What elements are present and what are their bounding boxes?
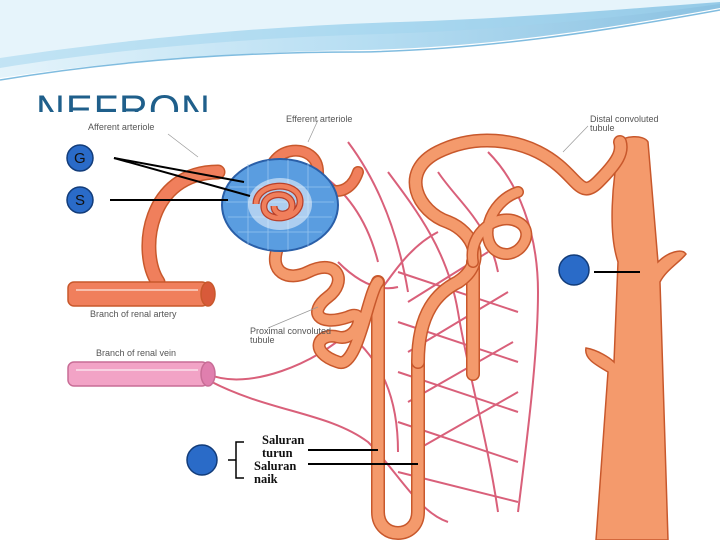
marker-g: G	[66, 144, 94, 172]
marker-g-text: G	[74, 150, 86, 167]
marker-loop-of-henle	[186, 444, 218, 476]
marker-collecting-duct	[558, 254, 590, 286]
loop-of-henle	[371, 275, 425, 540]
g-pointer-line-1	[113, 157, 251, 197]
loop-label-line4: naik	[254, 472, 278, 486]
afferent-arteriole-label: Afferent arteriole	[88, 122, 154, 132]
efferent-arteriole-label: Efferent arteriole	[286, 114, 352, 124]
header-wave-decoration	[0, 0, 720, 81]
loop-label-line2: turun	[262, 446, 293, 460]
collecting-duct	[585, 136, 687, 540]
proximal-convoluted-tubule	[268, 240, 385, 369]
marker-s-text: S	[75, 192, 85, 209]
marker-s: S	[66, 186, 94, 214]
glomerulus	[248, 178, 312, 230]
renal-vein-branch	[67, 361, 216, 387]
nephron-diagram: Afferent arteriole Efferent arteriole Di…	[66, 114, 687, 540]
proximal-tubule-label-line2: tubule	[250, 335, 275, 345]
loop-label-line1: Saluran	[262, 433, 304, 447]
g-pointer-line-2	[113, 157, 245, 183]
loop-label-bracket	[228, 441, 244, 479]
renal-vein-label: Branch of renal vein	[96, 348, 176, 358]
afferent-arteriole	[141, 164, 226, 290]
loop-label-line3: Saluran	[254, 459, 296, 473]
distal-convoluted-tubule	[408, 133, 628, 369]
renal-artery-label: Branch of renal artery	[90, 309, 177, 319]
nephron-figure: Afferent arteriole Efferent arteriole Di…	[18, 112, 720, 540]
distal-tubule-label-line1: Distal convoluted	[590, 114, 659, 124]
distal-tubule-label-line2: tubule	[590, 123, 615, 133]
proximal-tubule-label-line1: Proximal convoluted	[250, 326, 331, 336]
renal-artery-branch	[67, 281, 216, 307]
